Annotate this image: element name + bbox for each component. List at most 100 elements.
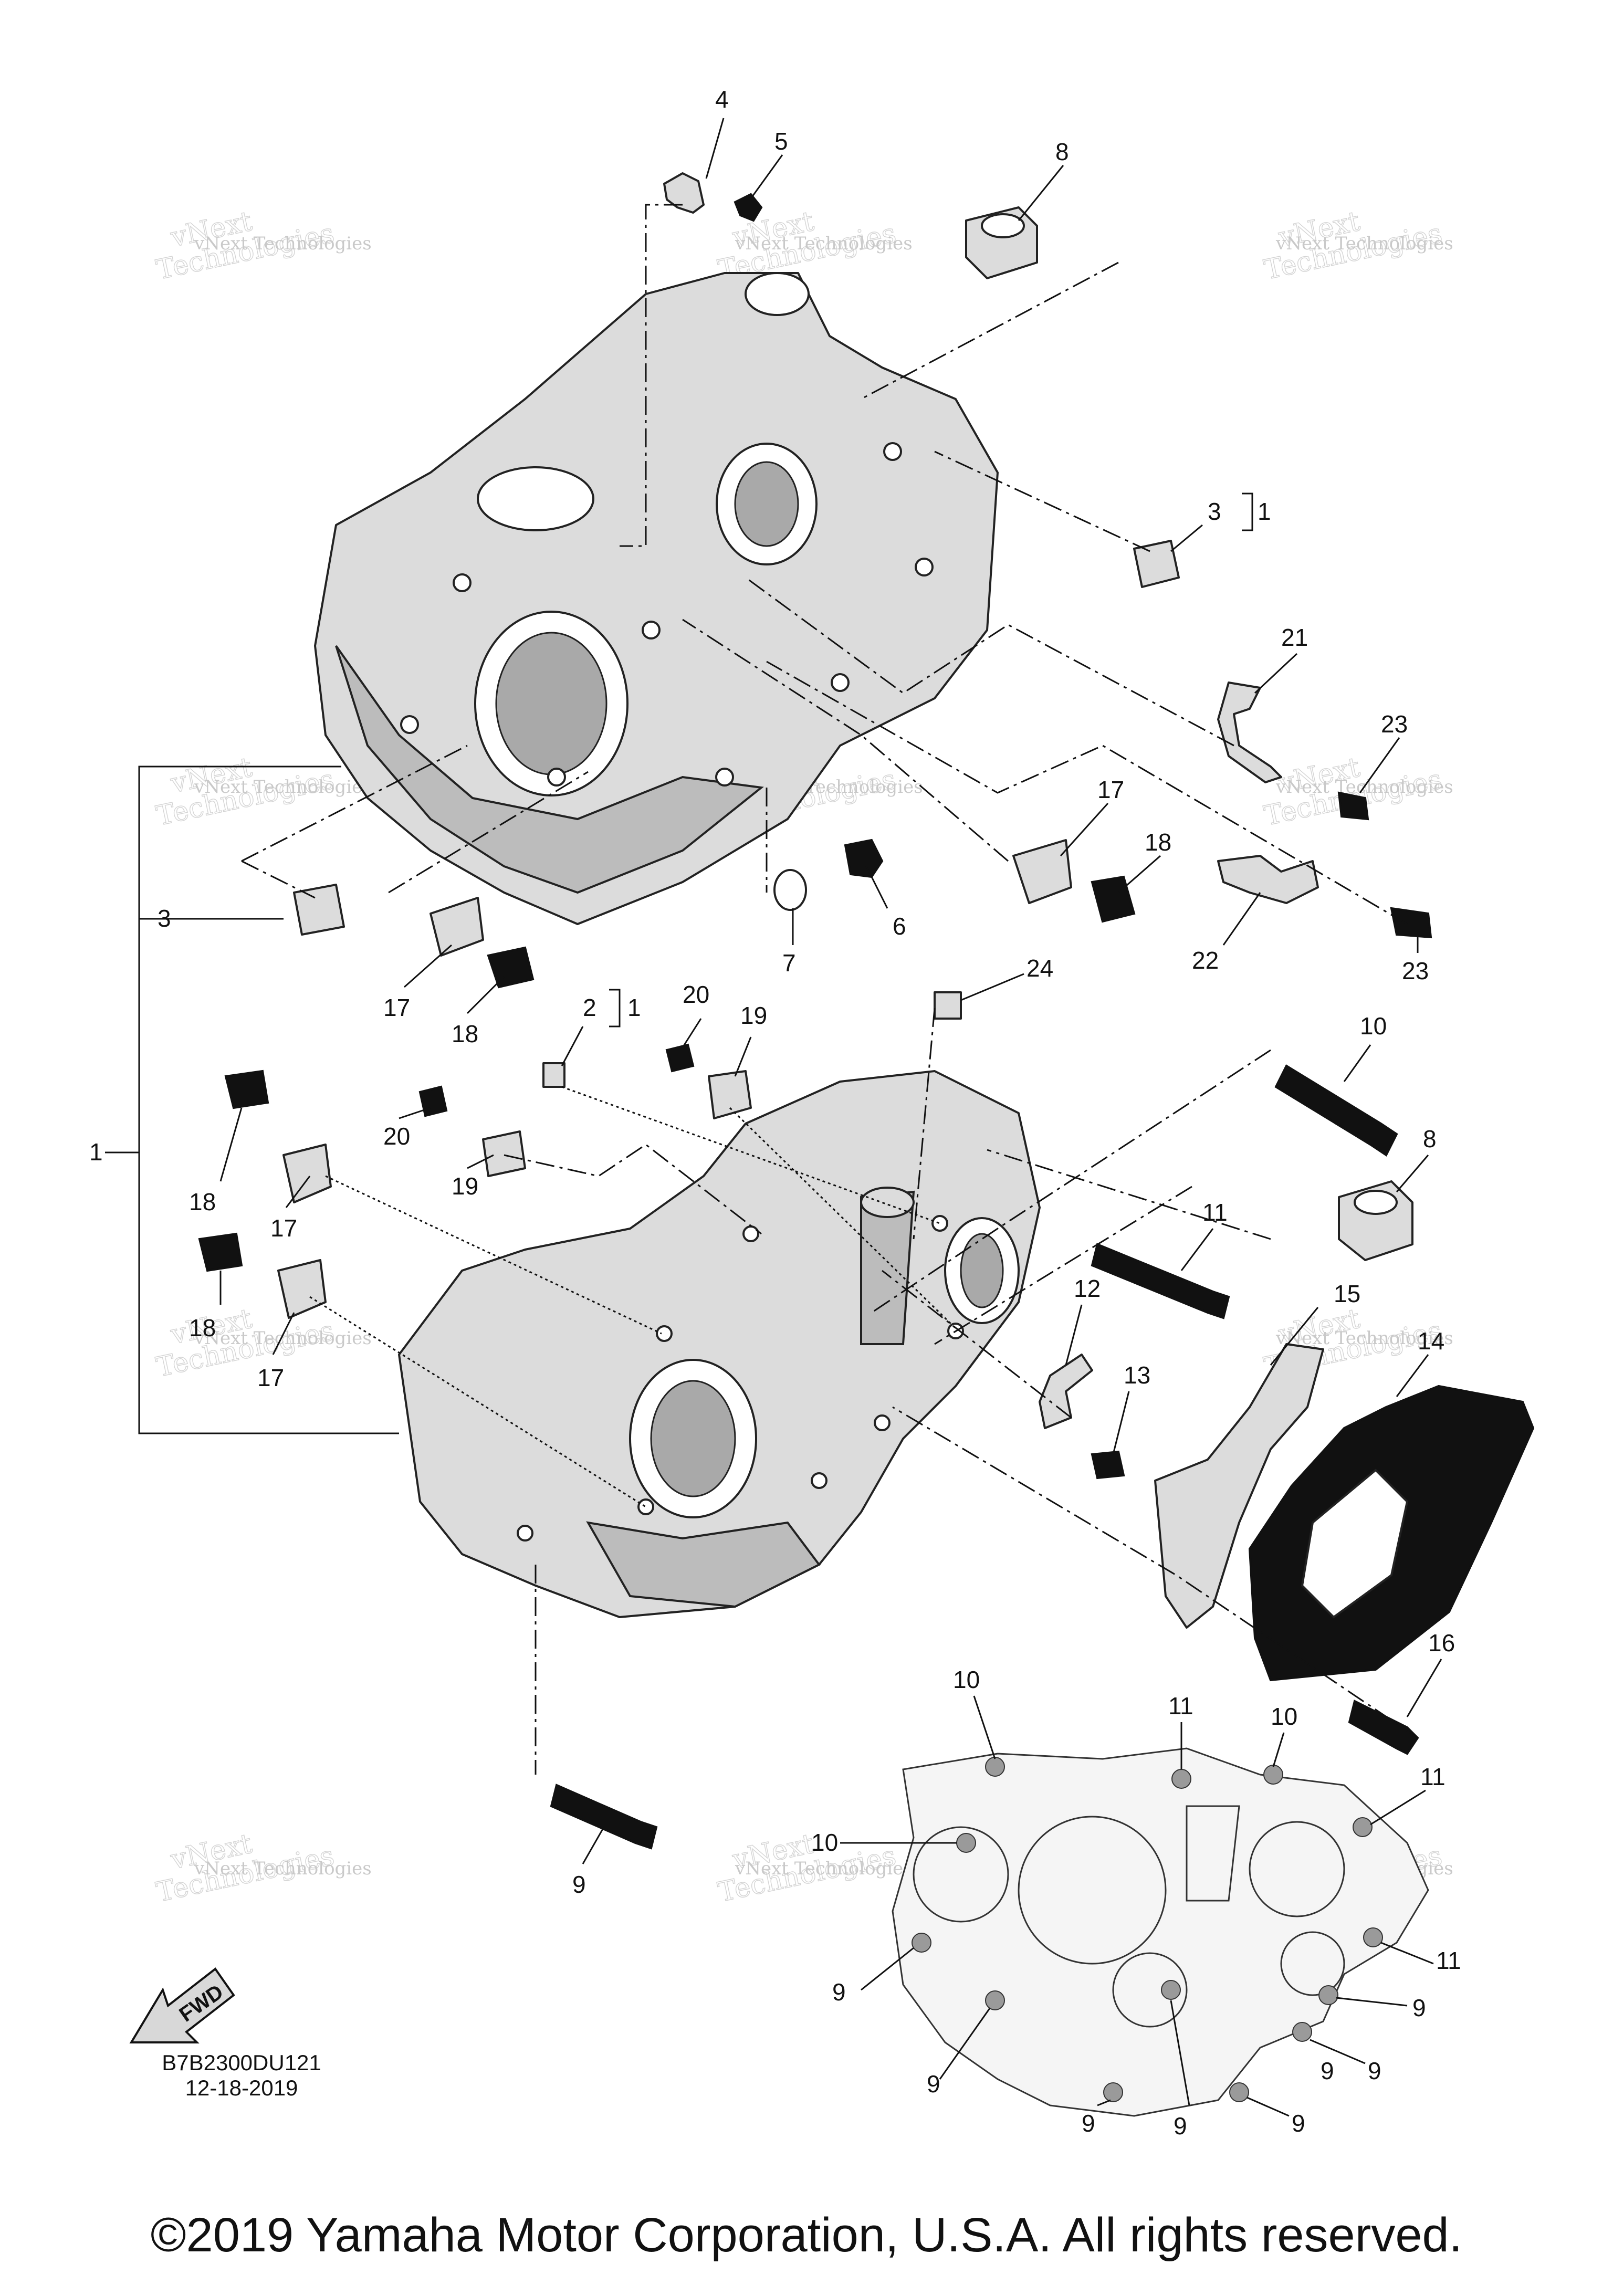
plate-part-17a	[1012, 839, 1072, 904]
callout-17d: 17	[257, 1364, 284, 1391]
plate-part-19a	[708, 1070, 752, 1119]
bolt-part-9	[550, 1784, 658, 1850]
forward-arrow: FWD	[129, 1967, 235, 2043]
callout-14: 14	[1418, 1327, 1444, 1355]
plate-part-17c	[282, 1144, 332, 1203]
bolt-loc-11	[1353, 1817, 1373, 1837]
callout-9g: 9	[1174, 2112, 1187, 2140]
callout-9b: 9	[832, 1978, 846, 2006]
bolt-loc-9	[985, 1990, 1005, 2010]
plate-part-17d	[277, 1259, 327, 1319]
drawing-code-block: B7B2300DU121 12-18-2019	[121, 2050, 362, 2101]
bolt-location-view	[840, 1695, 1434, 2117]
fwd-arrow-icon	[129, 1967, 235, 2043]
watermark-text: vNext Technologies	[1275, 233, 1453, 254]
callout-9d: 9	[927, 2070, 940, 2098]
bolt-loc-9	[1292, 2022, 1312, 2042]
plate-part-19b	[482, 1130, 526, 1177]
bolt-part-13	[1091, 1450, 1125, 1480]
callout-2-ref: 1	[627, 994, 641, 1021]
callout-5: 5	[774, 128, 788, 155]
leader-lines	[219, 118, 1442, 1864]
plug-part-6	[844, 838, 884, 878]
callout-9e: 9	[1368, 2057, 1381, 2084]
bolt-part-20b	[418, 1085, 448, 1117]
callout-9f: 9	[1082, 2110, 1095, 2137]
drawing-code: B7B2300DU121	[162, 2050, 321, 2075]
callout-3b: 3	[158, 905, 171, 932]
bolt-loc-11	[1171, 1769, 1191, 1789]
bolt-loc-10	[1263, 1765, 1283, 1785]
callout-10c: 10	[953, 1666, 980, 1693]
callout-11e: 11	[1436, 1947, 1461, 1974]
callout-23b: 23	[1402, 957, 1429, 984]
callout-8: 8	[1055, 138, 1069, 165]
drawing-date: 12-18-2019	[185, 2075, 298, 2100]
callout-23: 23	[1381, 710, 1408, 738]
callout-21: 21	[1281, 624, 1308, 651]
callout-17c: 17	[270, 1214, 297, 1242]
washer-part-7	[773, 869, 807, 911]
bracket-part-4	[663, 172, 705, 214]
callout-18: 18	[1145, 829, 1171, 856]
callout-13: 13	[1124, 1361, 1150, 1389]
assembly-lines	[241, 204, 1418, 1775]
clamp-part-21	[1217, 682, 1282, 783]
callout-6: 6	[893, 913, 906, 940]
callout-2: 2	[583, 994, 596, 1021]
bolt-loc-10	[985, 1757, 1005, 1777]
bolt-part-18c	[224, 1070, 269, 1109]
watermark-text: vNext Technologies	[194, 1328, 372, 1349]
bolt-loc-9	[1103, 2082, 1123, 2102]
callout-11d: 11	[1420, 1763, 1446, 1790]
dowel-part-3	[1133, 540, 1180, 588]
callout-7: 7	[782, 949, 796, 977]
callout-3: 3	[1208, 498, 1221, 525]
callout-1: 1	[89, 1138, 103, 1166]
callout-16: 16	[1428, 1629, 1455, 1657]
crankcase-left-half	[314, 272, 999, 925]
callout-11: 11	[1202, 1199, 1228, 1226]
pin-part-24	[934, 991, 962, 1020]
pin-part-2	[542, 1062, 565, 1088]
bolt-part-18b	[487, 946, 535, 989]
bolt-loc-9	[1318, 1985, 1338, 2005]
callout-22: 22	[1192, 947, 1219, 974]
bolt-loc-9	[1161, 1980, 1181, 2000]
callout-18c: 18	[189, 1188, 216, 1215]
callout-15: 15	[1334, 1280, 1360, 1307]
callout-10: 10	[1360, 1012, 1387, 1040]
gasket-part-15	[1154, 1343, 1324, 1629]
watermark-text: vNext Technologies	[735, 233, 913, 254]
watermark-text: vNext Technologies	[735, 1858, 913, 1879]
callout-19b: 19	[452, 1172, 478, 1200]
callout-3-ref: 1	[1258, 498, 1271, 525]
callout-12: 12	[1074, 1275, 1101, 1302]
callout-9c: 9	[1412, 1994, 1426, 2021]
callout-9h: 9	[1292, 2110, 1305, 2137]
bolt-part-23b	[1390, 907, 1432, 939]
callout-20b: 20	[383, 1123, 410, 1150]
callout-18d: 18	[189, 1314, 216, 1341]
bolt-part-5	[734, 193, 763, 222]
clip-part-12	[1039, 1354, 1093, 1429]
bolt-part-20a	[665, 1043, 695, 1073]
dowel-part-3b	[293, 884, 345, 936]
watermark-text: vNext Technologies	[194, 777, 372, 798]
callout-labels: 4 5 8 3 1 21 23 17 18 6 7 22 23 3 17 18 …	[89, 86, 1461, 2140]
bolt-part-11	[1091, 1243, 1230, 1319]
bolt-part-10	[1274, 1064, 1398, 1157]
crankcase-right-half	[398, 1070, 1041, 1618]
bolt-part-16	[1348, 1700, 1419, 1755]
plate-part-17b	[430, 897, 484, 957]
bolt-loc-11	[1363, 1927, 1383, 1947]
callout-10e: 10	[811, 1829, 838, 1856]
reference-brackets	[105, 492, 1253, 1434]
bolt-part-23	[1337, 791, 1369, 821]
clamp-part-22	[1217, 855, 1319, 904]
callout-18b: 18	[452, 1020, 478, 1047]
callout-9: 9	[572, 1871, 586, 1898]
callout-20: 20	[683, 981, 709, 1008]
callout-19: 19	[740, 1002, 767, 1029]
